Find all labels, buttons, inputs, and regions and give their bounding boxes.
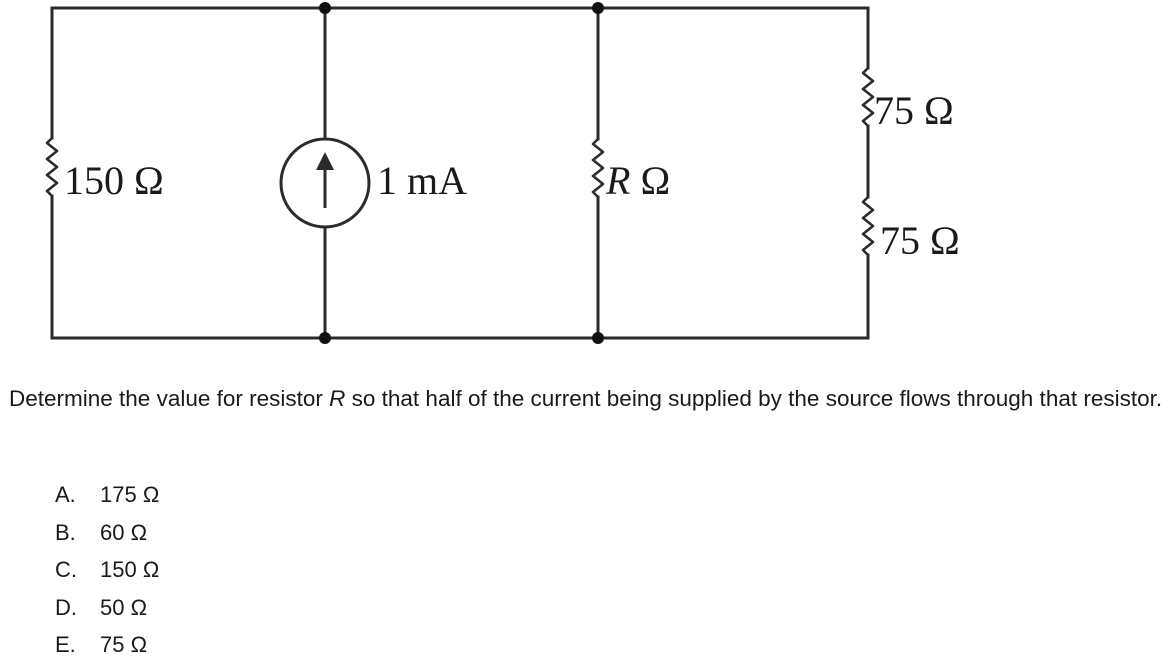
question-variable: R	[329, 386, 346, 411]
right-branch	[861, 6, 875, 340]
resistor-75-top-symbol	[861, 67, 875, 127]
choice-letter: E.	[55, 632, 76, 657]
node-top-middle	[592, 2, 604, 14]
choice-d[interactable]: D. 50 Ω	[55, 589, 159, 627]
left-branch	[45, 6, 59, 340]
label-150-ohm: 150 Ω	[64, 158, 164, 203]
middle-branch	[591, 6, 605, 340]
source-branch	[279, 6, 371, 340]
node-bottom-middle	[592, 332, 604, 344]
current-arrow-head-icon	[316, 152, 334, 170]
choice-letter: D.	[55, 594, 77, 620]
question-text-after: so that half of the current being suppli…	[345, 386, 1163, 411]
choice-letter: C.	[55, 557, 77, 582]
choice-c[interactable]: C. 150 Ω	[55, 551, 159, 589]
choice-value: 50 Ω	[100, 594, 148, 620]
label-r-variable: R	[605, 158, 630, 203]
choice-e[interactable]: E. 75 Ω	[55, 626, 159, 664]
choice-value: 60 Ω	[100, 519, 148, 545]
answer-choices: A. 175 Ω B. 60 Ω C. 150 Ω D. 50 Ω E. 75 …	[55, 476, 159, 664]
choice-letter: A.	[55, 482, 76, 507]
resistor-75-bottom-symbol	[861, 196, 875, 256]
node-top-source	[319, 2, 331, 14]
choice-b[interactable]: B. 60 Ω	[55, 514, 159, 552]
circuit-diagram: 150 Ω 1 mA R Ω 75 Ω 75 Ω	[45, 2, 960, 344]
label-r-ohm: R Ω	[605, 158, 670, 203]
question-text-before: Determine the value for resistor	[9, 386, 330, 411]
choice-letter: B.	[55, 519, 76, 545]
label-1ma: 1 mA	[377, 158, 467, 203]
question-text: Determine the value for resistor R so th…	[9, 380, 1174, 417]
label-75-ohm-top: 75 Ω	[874, 88, 954, 133]
choice-value: 75 Ω	[100, 632, 148, 657]
choice-value: 150 Ω	[100, 557, 160, 582]
choice-a[interactable]: A. 175 Ω	[55, 476, 159, 514]
label-75-ohm-bottom: 75 Ω	[880, 218, 960, 263]
resistor-r-symbol	[591, 138, 605, 198]
resistor-150-symbol	[45, 137, 59, 197]
label-r-unit: Ω	[630, 158, 670, 203]
choice-value: 175 Ω	[100, 482, 160, 507]
node-bottom-source	[319, 332, 331, 344]
